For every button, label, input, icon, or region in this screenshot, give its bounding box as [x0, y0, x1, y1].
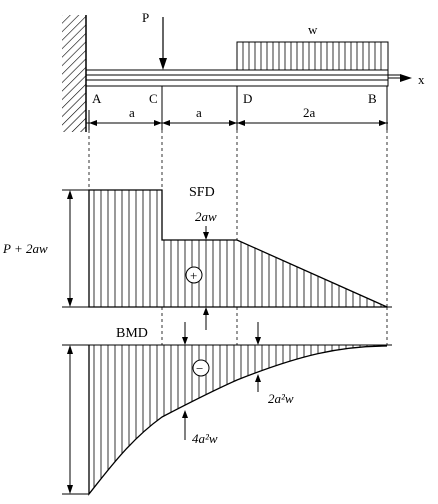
sfd-max-label: P + 2aw [2, 241, 48, 256]
bmd-diagram [62, 322, 392, 496]
span-ac-label: a [129, 105, 135, 120]
dimension-line [86, 86, 388, 130]
load-w-label: w [308, 22, 318, 37]
x-axis-label: x [418, 72, 425, 87]
point-d-label: D [243, 91, 252, 106]
span-cd-label: a [196, 105, 202, 120]
beam [85, 69, 412, 87]
bmd-title: BMD [116, 326, 148, 341]
projection-lines [88, 130, 388, 345]
point-load-p [159, 17, 167, 70]
sfd-diagram [62, 189, 392, 330]
fixed-wall [62, 15, 87, 132]
span-db-label: 2a [303, 105, 316, 120]
bmd-sign: − [196, 361, 203, 376]
point-a-label: A [92, 91, 102, 106]
sfd-step-label: 2aw [195, 209, 217, 224]
bmd-step-label: 2a²w [268, 391, 294, 406]
point-b-label: B [368, 91, 377, 106]
distributed-load-w [236, 41, 389, 71]
point-c-label: C [149, 91, 158, 106]
sfd-sign: + [190, 268, 197, 283]
sfd-title: SFD [189, 185, 215, 200]
load-p-label: P [142, 10, 149, 25]
bmd-max-label: 4a²w [192, 431, 218, 446]
